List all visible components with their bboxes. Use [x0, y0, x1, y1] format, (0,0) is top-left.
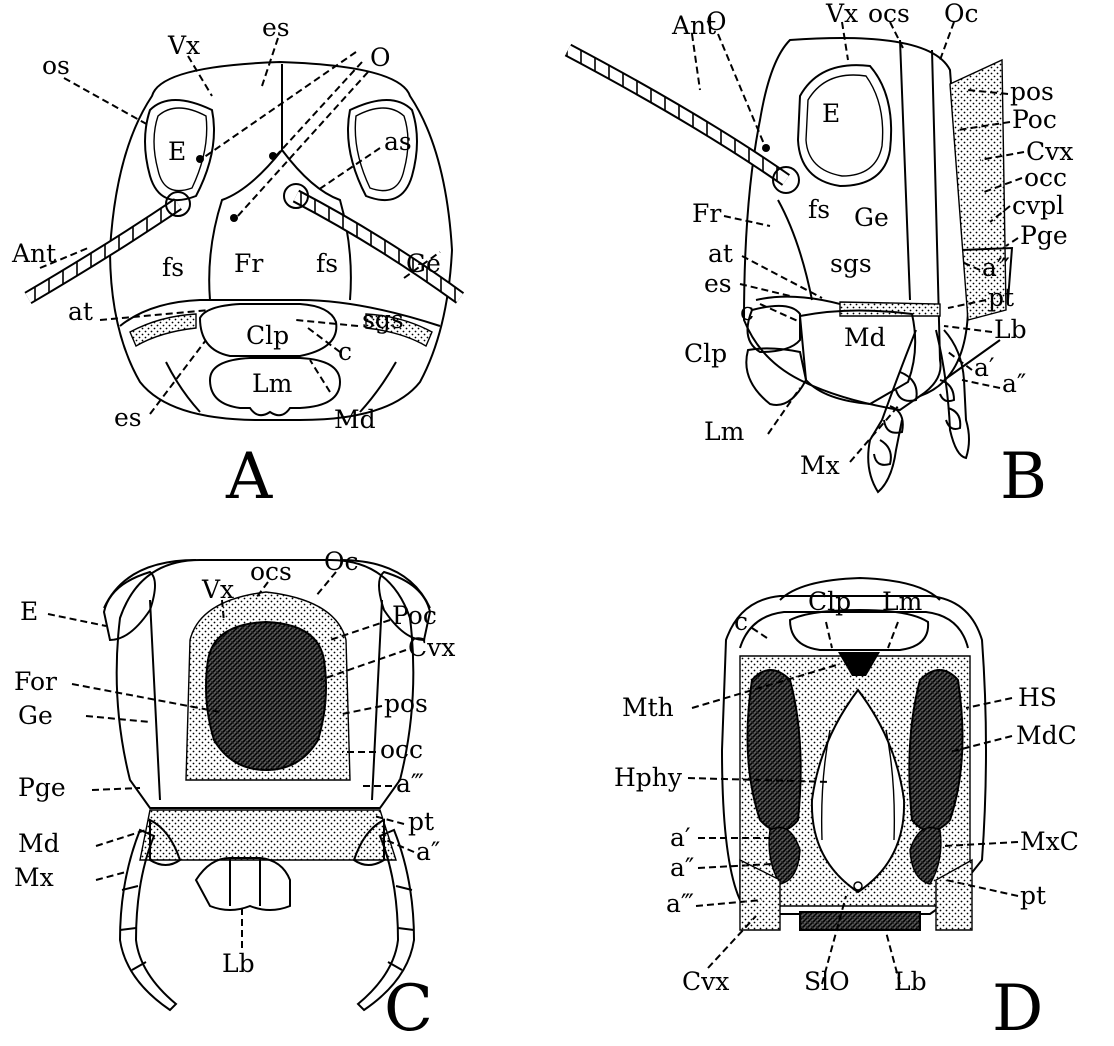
panel-d-label-Mth: Mth — [622, 693, 674, 722]
panel-b-label-Oc: Oc — [944, 0, 979, 28]
panel-d-label-c: c — [734, 607, 748, 636]
panel-b-label-E: E — [822, 99, 840, 128]
panel-a-label-Vx: Vx — [167, 31, 200, 60]
panel-d-labrum — [790, 610, 928, 650]
panel-c-label-Md: Md — [18, 829, 60, 858]
panel-a-label-Md: Md — [334, 405, 376, 434]
panel-a-label-fs-right: fs — [316, 249, 338, 278]
panel-c-label-Oc: Oc — [324, 547, 359, 576]
panel-d-label-a2: a″ — [670, 853, 694, 882]
panel-b-maxilla — [868, 330, 916, 492]
panel-c-label-pt: pt — [408, 807, 434, 836]
panel-c-label-ocs: ocs — [250, 557, 292, 586]
panel-b-label-Cvx: Cvx — [1026, 137, 1073, 166]
panel-b-label-Fr: Fr — [692, 199, 721, 228]
panel-a — [28, 38, 460, 420]
panel-d — [688, 578, 1018, 984]
panel-b-ocellus — [762, 144, 770, 152]
panel-b-label-fs: fs — [808, 195, 830, 224]
panel-c-label-For: For — [14, 667, 57, 696]
panel-a-label-Ge: Ge — [406, 249, 441, 278]
panel-c-label-a2: a″ — [416, 837, 440, 866]
panel-b-label-sgs: sgs — [830, 249, 872, 278]
panel-d-label-pt: pt — [1020, 881, 1046, 910]
panel-a-label-O: O — [370, 43, 391, 72]
panel-a-label-sgs: sgs — [362, 305, 404, 334]
panel-b-clypeus — [748, 306, 801, 352]
panel-b-label-pos: pos — [1010, 77, 1054, 106]
panel-c-label-Lb: Lb — [222, 949, 255, 978]
panel-d-label-a1: a′ — [670, 823, 691, 852]
panel-b-label-cvpl: cvpl — [1012, 191, 1064, 220]
panel-a-ocellus-median — [230, 214, 238, 222]
panel-a-label-os: os — [42, 51, 70, 80]
panel-b-label-Lb: Lb — [994, 315, 1027, 344]
panel-c-label-Poc: Poc — [392, 601, 437, 630]
panel-d-label-SlO: SlO — [804, 967, 850, 996]
panel-b-compound-eye — [798, 65, 891, 186]
panel-c-labium — [196, 858, 290, 910]
panel-a-label-c: c — [338, 337, 352, 366]
panel-c-label-pos: pos — [384, 689, 428, 718]
panel-a-letter: A — [225, 440, 273, 514]
panel-d-label-HS: HS — [1018, 683, 1057, 712]
panel-b-label-Vx: Vx — [825, 0, 858, 28]
panel-c — [48, 560, 430, 1010]
panel-b-label-Ge: Ge — [854, 203, 889, 232]
panel-a-label-fs-left: fs — [162, 253, 184, 282]
panel-d-labium — [800, 912, 920, 930]
panel-d-letter: D — [992, 972, 1043, 1046]
panel-c-label-Vx: Vx — [201, 575, 234, 604]
panel-a-label-Clp: Clp — [246, 321, 289, 350]
panel-b — [568, 22, 1024, 492]
panel-a-label-as: as — [384, 127, 412, 156]
panel-b-label-c: c — [740, 297, 754, 326]
panel-d-label-MxC: MxC — [1020, 827, 1079, 856]
panel-c-label-a3: a‴ — [396, 769, 424, 798]
panel-a-label-Lm: Lm — [252, 369, 293, 398]
panel-a-label-Fr: Fr — [234, 249, 263, 278]
panel-d-label-Lb: Lb — [894, 967, 927, 996]
panel-c-letter: C — [384, 972, 433, 1046]
panel-c-label-occ: occ — [380, 735, 423, 764]
panel-c-label-Cvx: Cvx — [408, 633, 455, 662]
panel-d-salivary-opening — [854, 882, 862, 890]
panel-a-label-at: at — [68, 297, 93, 326]
panel-b-label-a3: a‴ — [982, 253, 1010, 282]
panel-b-label-Poc: Poc — [1012, 105, 1057, 134]
panel-c-compound-eye-left — [104, 572, 155, 640]
panel-b-label-Mx: Mx — [800, 451, 840, 480]
panel-d-mandible-cavity-left — [748, 670, 801, 831]
panel-a-label-Ant: Ant — [11, 239, 56, 268]
panel-b-label-pt: pt — [988, 283, 1014, 312]
panel-d-label-MdC: MdC — [1016, 721, 1077, 750]
panel-d-label-Lm: Lm — [882, 587, 923, 616]
panel-b-label-O: O — [706, 7, 727, 36]
panel-d-label-a3: a‴ — [666, 889, 694, 918]
panel-b-label-Clp: Clp — [684, 339, 727, 368]
panel-b-label-a2: a″ — [1002, 369, 1026, 398]
panel-a-label-es-top: es — [262, 13, 290, 42]
panel-b-label-es: es — [704, 269, 732, 298]
panel-d-label-Clp: Clp — [808, 587, 851, 616]
panel-b-labrum — [746, 348, 806, 405]
panel-c-label-Pge: Pge — [18, 773, 66, 802]
panel-d-label-Hphy: Hphy — [614, 763, 683, 792]
panel-a-label-es: es — [114, 403, 142, 432]
panel-d-label-Cvx: Cvx — [682, 967, 729, 996]
panel-c-label-E: E — [20, 597, 38, 626]
panel-b-label-ocs: ocs — [868, 0, 910, 28]
panel-b-label-Pge: Pge — [1020, 221, 1068, 250]
panel-b-label-Lm: Lm — [704, 417, 745, 446]
panel-a-label-E: E — [168, 137, 186, 166]
panel-c-label-Ge: Ge — [18, 701, 53, 730]
panel-b-label-Md: Md — [844, 323, 886, 352]
panel-c-label-Mx: Mx — [14, 863, 54, 892]
panel-c-foramen — [206, 622, 326, 770]
panel-b-label-a1: a′ — [974, 353, 995, 382]
panel-b-label-at: at — [708, 239, 733, 268]
panel-b-letter: B — [1000, 440, 1047, 514]
panel-b-label-occ: occ — [1024, 163, 1067, 192]
